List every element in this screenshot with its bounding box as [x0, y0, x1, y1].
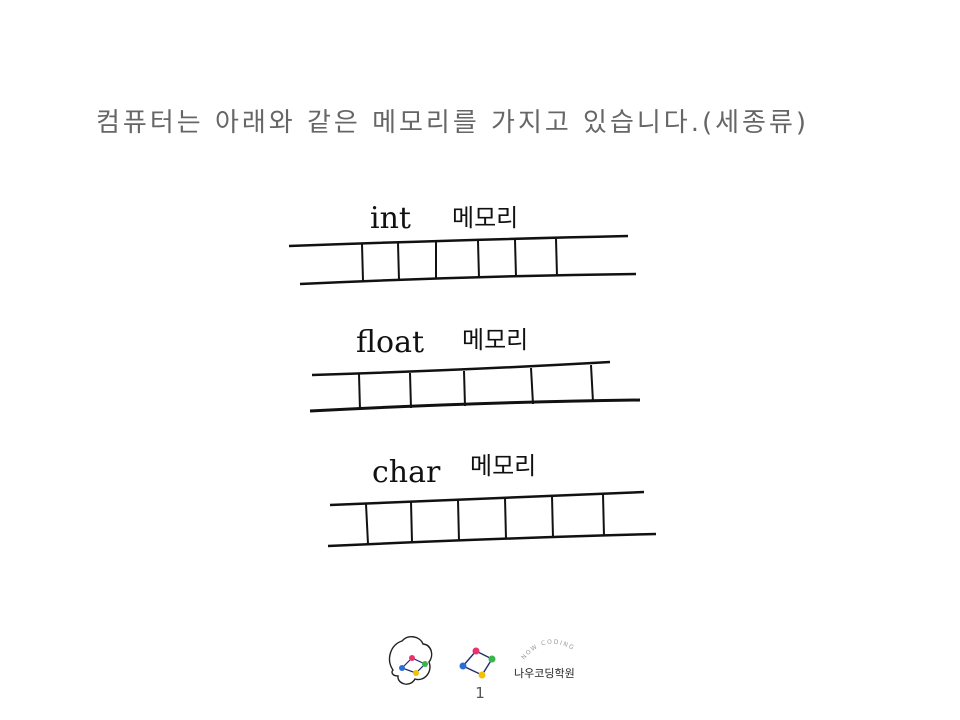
- char-memory-top-line: [329, 490, 645, 507]
- char-memory-type-label: char: [372, 455, 441, 490]
- brand-arc-text: NOW CODING: [520, 639, 576, 662]
- brand-name: 나우코딩학원: [514, 667, 575, 680]
- memory-cell-divider: [514, 239, 517, 278]
- char-memory-cells: [365, 493, 605, 545]
- network-logo-icon: [459, 647, 496, 679]
- memory-cell-divider: [361, 243, 364, 282]
- memory-cell-divider: [555, 238, 558, 277]
- memory-cell-divider: [410, 501, 413, 543]
- float-memory-group: float 메모리: [309, 325, 641, 413]
- float-memory-bottom-line: [309, 398, 641, 413]
- float-memory-type-label: float: [356, 325, 424, 360]
- int-memory-bottom-line: [299, 272, 637, 286]
- int-memory-top-line: [288, 234, 629, 248]
- float-memory-label: 메모리: [462, 326, 528, 354]
- memory-cell-divider: [530, 367, 534, 405]
- char-memory-bottom-line: [327, 532, 657, 548]
- footer-logos: NOW CODING 나우코딩학원: [388, 636, 576, 685]
- memory-cell-divider: [409, 372, 412, 409]
- char-memory-group: char 메모리: [327, 452, 657, 548]
- page-number: 1: [475, 684, 485, 702]
- memory-cell-divider: [365, 503, 369, 545]
- memory-cell-divider: [504, 497, 507, 540]
- memory-cell-divider: [397, 242, 400, 281]
- int-memory-group: int 메모리: [288, 201, 637, 286]
- brain-logo-icon: [388, 636, 433, 685]
- memory-cell-divider: [477, 240, 480, 279]
- memory-cell-divider: [358, 373, 361, 411]
- memory-cell-divider: [602, 493, 605, 537]
- memory-cell-divider: [590, 364, 594, 403]
- memory-cell-divider: [457, 499, 460, 542]
- float-memory-top-line: [311, 360, 611, 377]
- float-memory-cells: [358, 364, 594, 411]
- memory-cell-divider: [551, 495, 554, 539]
- char-memory-label: 메모리: [470, 452, 536, 480]
- int-memory-type-label: int: [370, 201, 411, 236]
- int-memory-cells: [361, 238, 558, 282]
- slide-title: 컴퓨터는 아래와 같은 메모리를 가지고 있습니다.(세종류): [96, 108, 810, 138]
- int-memory-label: 메모리: [452, 204, 518, 232]
- memory-cell-divider: [463, 370, 466, 407]
